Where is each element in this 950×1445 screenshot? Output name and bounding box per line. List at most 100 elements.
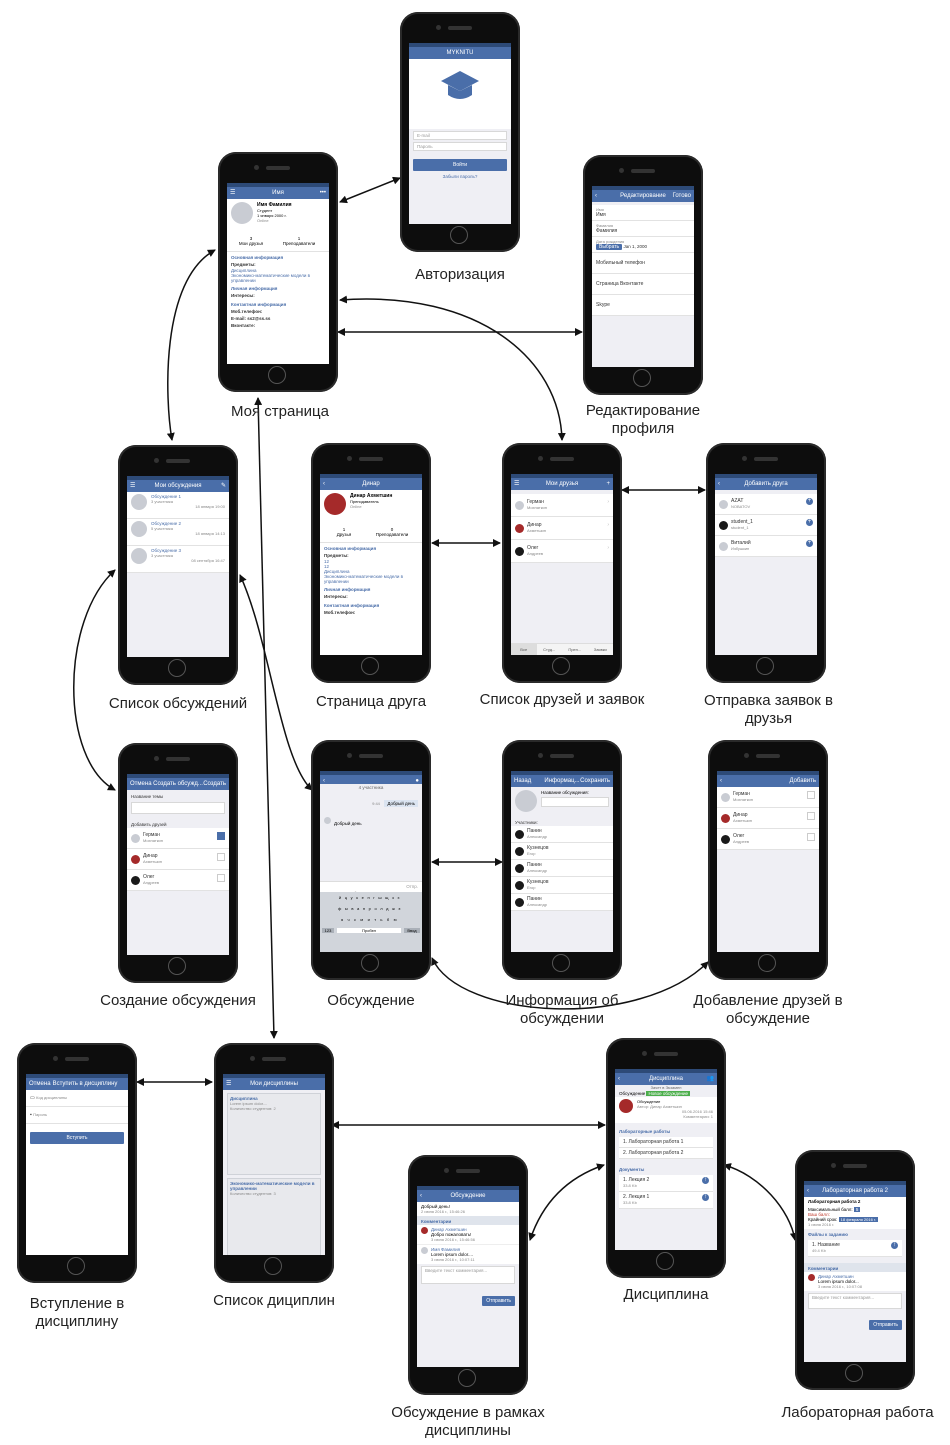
cloud-upload-icon[interactable]: ↑ (702, 1194, 709, 1201)
checkbox[interactable] (217, 874, 225, 882)
numbers-key[interactable]: 123 (322, 928, 334, 933)
cancel-button[interactable]: Отмена (29, 1081, 51, 1087)
join-button[interactable]: Вступить (30, 1132, 124, 1144)
menu-icon[interactable]: ☰ (130, 483, 136, 489)
add-friend-icon[interactable]: + (806, 540, 813, 547)
stat-friends-label[interactable]: Друзья (336, 532, 352, 537)
password-field[interactable]: Пароль (413, 142, 507, 151)
vk-field[interactable]: Страница Вконтакте (592, 274, 694, 295)
new-discussion-button[interactable]: Новое обсуждение (646, 1091, 691, 1096)
email-field[interactable]: E-mail (413, 131, 507, 140)
send-button[interactable]: Отправить (869, 1320, 902, 1330)
checkbox[interactable] (807, 833, 815, 841)
discipline-password-input[interactable]: Пароль (33, 1112, 48, 1117)
cancel-button[interactable]: Отмена (130, 781, 152, 787)
tab-all[interactable]: Все (511, 644, 537, 655)
participants-count[interactable]: 4 участника (358, 785, 384, 790)
space-key[interactable]: Пробел (337, 928, 401, 933)
compose-icon[interactable]: ✎ (220, 483, 226, 489)
doc-item[interactable]: 2. Лекция 1↑33.8 Kb (619, 1192, 713, 1209)
subject-link[interactable]: Экономико-математические модели в (324, 574, 404, 579)
menu-icon[interactable]: ☰ (230, 190, 236, 196)
phone-field[interactable]: Мобильный телефон (592, 253, 694, 274)
more-icon[interactable]: ••• (319, 190, 326, 196)
menu-icon[interactable]: ☰ (226, 1081, 232, 1087)
lab-item[interactable]: 1. Лабораторная работа 1 (619, 1137, 713, 1148)
add-user-icon[interactable]: + (606, 481, 610, 487)
skype-field[interactable]: Skype (592, 295, 694, 316)
cloud-upload-icon[interactable]: ↑ (702, 1177, 709, 1184)
subject-link[interactable]: Дисциплина (231, 268, 257, 273)
subject-link[interactable]: Экономико-математические модели в (231, 273, 311, 278)
tab-teachers[interactable]: Преп... (568, 647, 582, 652)
checkbox[interactable] (807, 812, 815, 820)
first-name-field[interactable]: Имя (596, 212, 606, 218)
keyboard-row[interactable]: йцукенгшщзх (338, 895, 404, 900)
create-button[interactable]: Создать (203, 781, 226, 787)
cloud-upload-icon[interactable]: ↑ (891, 1242, 898, 1249)
discipline-card[interactable]: Экономико-математические модели в управл… (227, 1178, 321, 1255)
file-item[interactable]: 1. Название↑49.4 Kb (808, 1240, 902, 1257)
discussion-avatar[interactable] (515, 790, 537, 812)
topic-input[interactable] (131, 802, 225, 814)
back-arrow-icon[interactable]: ‹ (720, 778, 722, 784)
subject-link[interactable]: управлении (324, 579, 349, 584)
add-button[interactable]: Добавить (789, 778, 816, 784)
subject-link[interactable]: Дисциплина (324, 569, 350, 574)
keyboard-row[interactable]: ячсмитьбю (340, 917, 402, 922)
checkbox[interactable] (807, 791, 815, 799)
choose-date-button[interactable]: Выбрать (596, 244, 623, 250)
forgot-password-link[interactable]: Забыли пароль? (442, 174, 478, 179)
send-button[interactable]: Отправить (482, 1296, 515, 1306)
users-icon[interactable]: 👥 (706, 1076, 714, 1082)
doc-item[interactable]: 1. Лекция 2↑33.8 Kb (619, 1175, 713, 1192)
back-arrow-icon[interactable]: ‹ (323, 481, 325, 487)
discussion-name-input[interactable] (541, 797, 609, 807)
login-button[interactable]: Войти (413, 159, 507, 171)
tab-requests[interactable]: Заявки (593, 647, 607, 652)
stat-teachers-label[interactable]: Преподаватели (282, 241, 316, 246)
save-button[interactable]: Сохранить (580, 778, 610, 784)
back-arrow-icon[interactable]: ‹ (595, 193, 597, 199)
comment-input[interactable]: Введите текст комментария... (421, 1266, 515, 1284)
back-arrow-icon[interactable]: ‹ (420, 1193, 422, 1199)
subject-link[interactable]: 12 (324, 559, 330, 564)
last-name-field[interactable]: Фамилия (596, 228, 618, 234)
stat-teachers-label[interactable]: Преподаватели (375, 532, 409, 537)
subject-link[interactable]: управлении (231, 278, 256, 283)
back-button[interactable]: Назад (514, 778, 532, 784)
discipline-card[interactable]: Дисциплина Lorem ipsum dolor.... Количес… (227, 1093, 321, 1175)
stat-friends-label[interactable]: Мои друзья (238, 241, 264, 246)
send-button[interactable]: Отпр. (406, 884, 418, 889)
add-friend-icon[interactable]: + (806, 519, 813, 526)
keyboard-row[interactable]: фывапролджэ (338, 906, 404, 911)
keyboard[interactable]: йцукенгшщзх фывапролджэ ячсмитьбю 123 Пр… (320, 892, 422, 952)
comment-input[interactable]: Введите текст комментария... (808, 1293, 902, 1309)
menu-icon[interactable]: ☰ (514, 481, 520, 487)
back-arrow-icon[interactable]: ‹ (323, 778, 325, 784)
back-arrow-icon[interactable]: ‹ (718, 481, 720, 487)
discussion-item[interactable]: Обсуждение Автор: Динар Ахметшин 05.06.2… (615, 1097, 717, 1123)
tab-students[interactable]: Студ... (543, 647, 556, 652)
discipline-code-input[interactable]: Код дисциплины (36, 1095, 67, 1100)
lab-item[interactable]: 2. Лабораторная работа 2 (619, 1148, 713, 1159)
subject-link[interactable]: 12 (324, 564, 330, 569)
back-arrow-icon[interactable]: ‹ (807, 1188, 809, 1194)
done-button[interactable]: Готово (672, 193, 691, 199)
